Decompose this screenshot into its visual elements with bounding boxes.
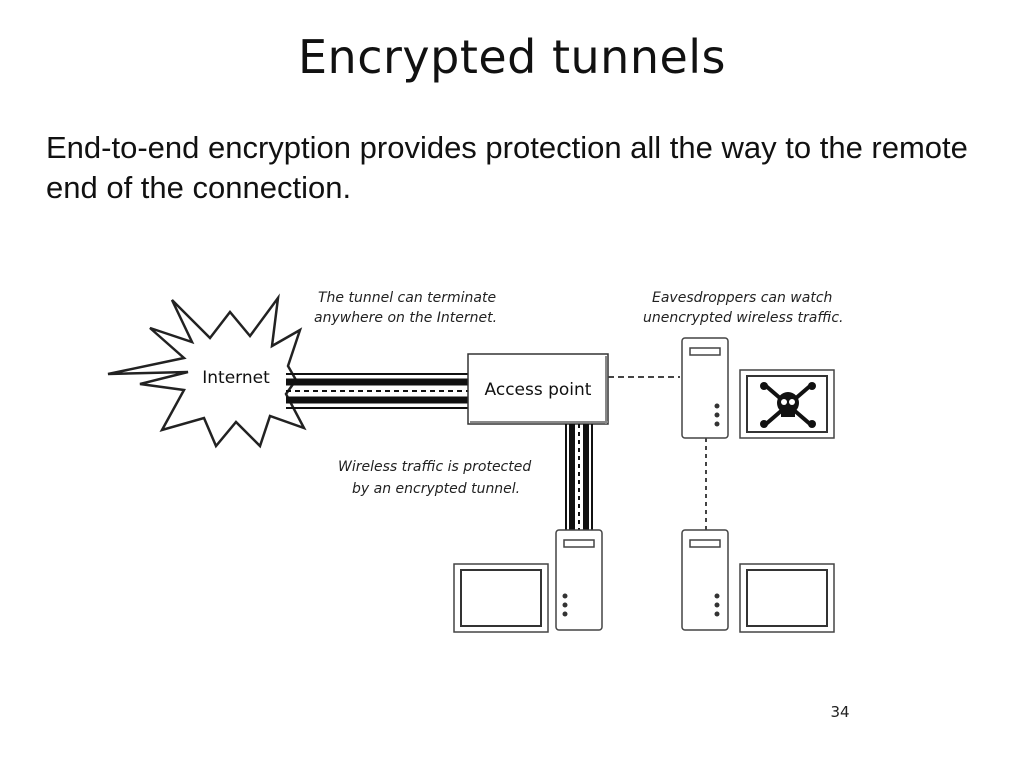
client-computer-icon-right	[681, 529, 835, 633]
internet-label: Internet	[202, 368, 270, 388]
slide-title: Encrypted tunnels	[297, 30, 727, 84]
eavesdrop-note-line2: unencrypted wireless traffic.	[643, 310, 844, 326]
internet-tunnel	[286, 373, 470, 409]
client-computer-icon-left	[453, 529, 603, 633]
internet-cloud: Internet	[107, 293, 307, 449]
slide-body-text: End-to-end encryption provides protectio…	[46, 130, 968, 205]
wireless-note-line1: Wireless traffic is protected	[338, 459, 531, 475]
eavesdrop-note-line1: Eavesdroppers can watch	[652, 290, 832, 306]
wireless-note: Wireless traffic is protected by an encr…	[338, 459, 531, 497]
tunnel-note: The tunnel can terminate anywhere on the…	[314, 290, 497, 326]
access-point-label: Access point	[485, 380, 592, 400]
tunnel-note-line1: The tunnel can terminate	[318, 290, 496, 306]
wireless-tunnel	[565, 424, 593, 530]
page-number: 34	[830, 703, 850, 721]
wireless-note-line2: by an encrypted tunnel.	[352, 481, 520, 497]
skull-crossbones-icon	[760, 382, 816, 428]
access-point: Access point	[467, 353, 609, 425]
eavesdrop-note: Eavesdroppers can watch unencrypted wire…	[643, 290, 844, 326]
tunnel-note-line2: anywhere on the Internet.	[314, 310, 497, 326]
tunnel-diagram: Internet Access point	[107, 290, 844, 633]
